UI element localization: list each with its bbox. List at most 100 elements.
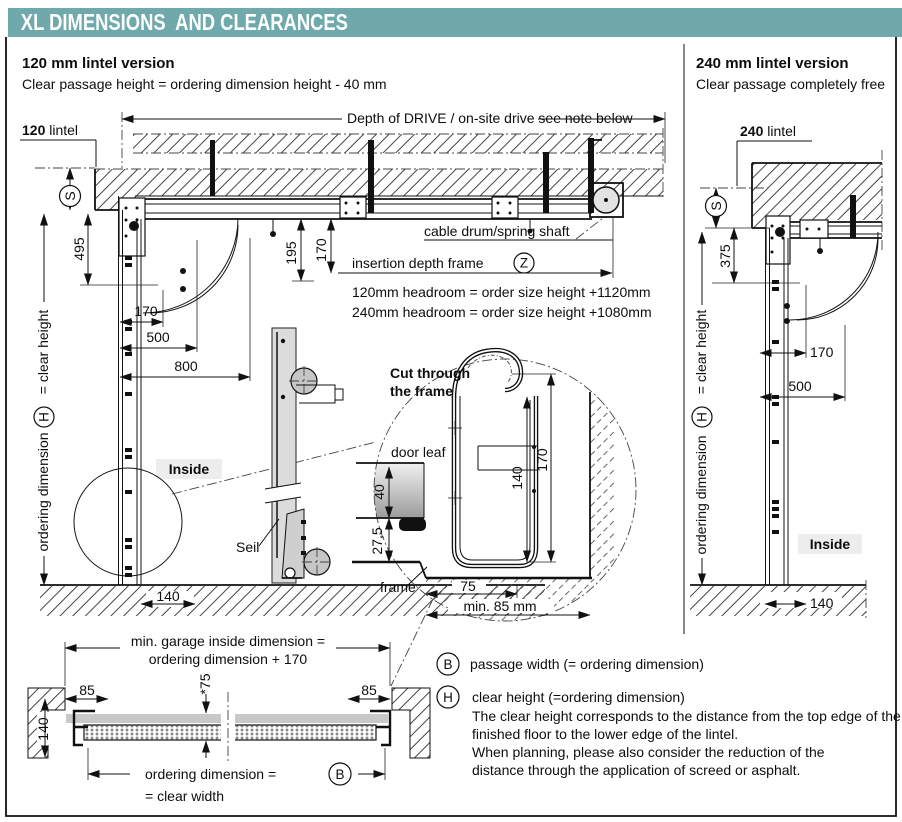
insertion-depth-label: insertion depth frame: [352, 255, 484, 271]
legend-note-line: finished floor to the lower edge of the …: [472, 726, 738, 742]
left-subtitle: Clear passage height = ordering dimensio…: [22, 76, 387, 92]
right-title: 240 mm lintel version: [696, 55, 849, 72]
legend-b-text: passage width (= ordering dimension): [470, 656, 704, 672]
detail-balloon: [73, 467, 183, 577]
curved-track: [789, 231, 879, 321]
b-symbol-circle: [436, 652, 460, 676]
h-symbol: H: [443, 690, 453, 705]
track-plate: [799, 219, 829, 239]
frame-label: frame: [380, 579, 416, 595]
track-roller: [784, 303, 790, 309]
frame-perforations: [772, 280, 779, 534]
dim-40: 40: [371, 484, 387, 500]
legend-note-line: The clear height corresponds to the dist…: [472, 708, 901, 724]
track-hanger: [588, 138, 594, 213]
s-symbol: S: [62, 191, 78, 200]
dim-500-right: 500: [788, 378, 812, 394]
b-symbol: B: [443, 657, 452, 672]
right-wall: [391, 687, 431, 759]
bottom-roller: [284, 567, 296, 579]
content-border: [5, 37, 897, 817]
right-frame-profile: [370, 709, 392, 747]
track-hanger: [543, 152, 549, 213]
curved-track: [142, 217, 239, 314]
dim-min85: min. 85 mm: [463, 598, 536, 614]
headroom-note-240: 240mm headroom = order size height +1080…: [352, 304, 652, 320]
dim-140-detail: 140: [509, 466, 525, 490]
h-symbol: H: [37, 412, 52, 422]
dim-195: 195: [283, 241, 299, 265]
frame-perforations: [125, 256, 132, 577]
s-symbol: S: [708, 201, 724, 210]
z-symbol-circle: [513, 252, 535, 274]
dim-800: 800: [174, 358, 198, 374]
clear-width-text: = clear width: [145, 788, 224, 804]
seil-label: Seil: [236, 539, 259, 555]
track-plate: [339, 196, 367, 219]
lintel-120-label: 120 lintel: [22, 122, 78, 138]
dim-170-detail: 170: [534, 448, 550, 472]
s-symbol-circle: [58, 184, 82, 208]
track-hanger: [210, 140, 215, 196]
lintel-slab-hatch: [95, 169, 663, 196]
dim-140-plan: 140: [35, 717, 51, 741]
dim-75-plan: *75: [197, 673, 213, 694]
roller-bolt: [817, 248, 823, 254]
h-symbol-circle: [33, 406, 55, 428]
dim-170-side: 170: [134, 303, 158, 319]
door-leaf-label: door leaf: [391, 444, 446, 460]
track-roller: [180, 268, 186, 274]
dim-85-right: 85: [361, 682, 377, 698]
dim-170-depth: 170: [313, 238, 329, 262]
header-bar: XL DIMENSIONS AND CLEARANCES: [8, 8, 902, 37]
track-hanger: [368, 140, 374, 213]
onsite-ceiling-hatch: [133, 134, 663, 153]
left-frame-profile: [72, 709, 95, 747]
lintel-240-hatch: [752, 163, 882, 228]
garage-dim-line1: min. garage inside dimension =: [131, 633, 325, 649]
legend-h-text: clear height (=ordering dimension): [472, 689, 685, 705]
cable-drum-housing: [589, 182, 624, 218]
ordering-dim-text: ordering dimension: [693, 435, 709, 554]
cut-through-detail: 40 27,5 140 170 75 min. 85 mm Cut throug…: [352, 347, 637, 622]
ordering-dim-text: ordering dimension: [35, 432, 51, 551]
dim-495: 495: [71, 237, 87, 261]
depth-dim-label: Depth of DRIVE / on-site drive see note …: [347, 110, 633, 126]
clear-height-text: = clear height: [35, 310, 51, 395]
track-roller: [180, 286, 186, 292]
garage-dim-line2: ordering dimension + 170: [149, 651, 308, 667]
z-symbol: Z: [520, 256, 528, 271]
door-leaf: [374, 463, 424, 518]
b-symbol-circle: [328, 762, 352, 786]
h-symbol: H: [695, 412, 710, 422]
ordering-text: ordering dimension =: [145, 766, 276, 782]
clear-height-text: = clear height: [693, 310, 709, 395]
floor-dim: 140: [156, 588, 180, 604]
dim-500: 500: [146, 329, 170, 345]
spring-anchor: [775, 227, 785, 237]
lintel-240-label: 240 lintel: [740, 123, 796, 139]
legend-note-line: When planning, please also consider the …: [472, 744, 825, 760]
roller-bolt: [527, 228, 533, 234]
track-hanger: [850, 195, 856, 238]
floor-dim: 140: [810, 595, 834, 611]
inside-label: Inside: [810, 536, 851, 552]
detail-title-1: Cut through: [390, 365, 470, 381]
plan-view: min. garage inside dimension = ordering …: [27, 633, 431, 804]
detail-title-2: the frame: [390, 383, 453, 399]
left-title: 120 mm lintel version: [22, 55, 175, 72]
left-drawing: Depth of DRIVE / on-site drive see note …: [33, 110, 666, 687]
dim-375: 375: [717, 244, 733, 268]
dim-170-right: 170: [810, 344, 834, 360]
break-line: [264, 482, 302, 490]
left-section-header: 120 mm lintel version Clear passage heig…: [20, 55, 387, 167]
frame-side-view: Seil: [236, 327, 344, 584]
legend: B passage width (= ordering dimension) H…: [436, 652, 901, 778]
b-symbol: B: [335, 767, 344, 782]
detail-wall-hatch: [590, 390, 616, 578]
cable-drum-label: cable drum/spring shaft: [424, 223, 570, 239]
headroom-note-120: 120mm headroom = order size height +1120…: [352, 284, 651, 300]
dim-27-5: 27,5: [369, 527, 385, 554]
h-symbol-circle: [436, 685, 460, 709]
